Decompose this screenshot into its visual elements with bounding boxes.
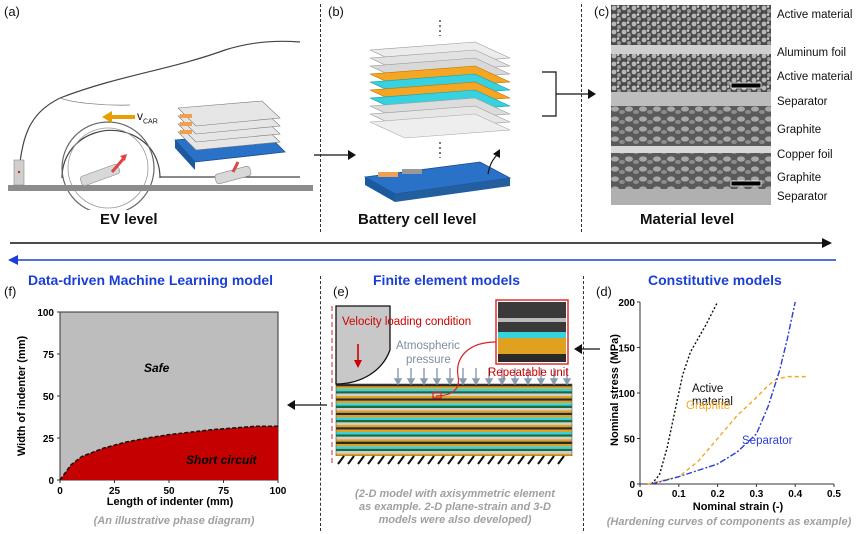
short-circuit-label: Short circuit xyxy=(186,453,258,467)
velocity-label: Velocity loading condition xyxy=(342,316,471,328)
pressure-label-2: pressure xyxy=(406,354,451,366)
cylinder-indenter-1 xyxy=(80,154,127,186)
pd-ytick-label: 25 xyxy=(43,434,55,445)
fe-model-illustration: Velocity loading condition Atmospheric p… xyxy=(331,299,573,466)
panel-d-title: Constitutive models xyxy=(648,272,782,288)
ss-xtick-label: 0.4 xyxy=(788,489,802,500)
repeatable-unit-inset xyxy=(495,299,569,365)
pouch-cell xyxy=(363,161,512,202)
pd-xtick-label: 75 xyxy=(218,486,230,497)
pd-xtick-label: 0 xyxy=(57,486,63,497)
ss-ytick-label: 50 xyxy=(624,435,636,446)
exploded-layers xyxy=(369,41,511,139)
series-label-graphite: Graphite xyxy=(686,400,730,412)
pd-ylabel: Width of indenter (mm) xyxy=(16,336,28,457)
ss-xtick-label: 0 xyxy=(637,489,643,500)
safe-region-label: Safe xyxy=(144,361,170,375)
layer-label-2: Aluminum foil xyxy=(777,47,847,59)
pd-ytick-label: 75 xyxy=(43,350,55,361)
panel-e-caption-line-1: (2-D model with axisymmetric element xyxy=(355,488,555,500)
panel-f-caption: (An illustrative phase diagram) xyxy=(93,515,255,527)
pd-xtick-label: 25 xyxy=(109,486,121,497)
divider-bc xyxy=(581,4,582,232)
vcar-label: vCAR xyxy=(137,109,158,126)
series-line-active-material xyxy=(651,301,719,485)
ev-level-label: EV level xyxy=(100,211,158,228)
layer-label-8: Separator xyxy=(777,191,828,203)
series-line-graphite xyxy=(647,375,807,485)
panel-e-caption-line-2: as example. 2-D plane-strain and 3-D xyxy=(359,501,551,513)
layer-label-6: Copper foil xyxy=(777,149,833,161)
fe-layered-mesh xyxy=(335,383,573,457)
panel-a-tag: (a) xyxy=(4,4,20,19)
layer-label-4: Separator xyxy=(777,96,828,108)
panel-f-tag: (f) xyxy=(4,284,17,299)
pd-xlabel: Length of indenter (mm) xyxy=(107,496,234,508)
ss-ytick-label: 150 xyxy=(618,344,635,355)
arrow-d-to-e xyxy=(574,344,600,354)
panel-e-caption: (2-D model with axisymmetric element as … xyxy=(325,488,585,527)
ss-ytick-label: 0 xyxy=(629,480,635,491)
repeatable-unit-label: Repeatable unit xyxy=(488,367,569,379)
layer-label-1: Active material xyxy=(777,9,853,21)
divider-ab xyxy=(320,4,321,232)
arrow-a-to-b xyxy=(314,150,356,160)
cylinder-indenter-2 xyxy=(214,161,252,185)
arrow-e-to-f xyxy=(287,400,327,410)
ss-xtick-label: 0.5 xyxy=(827,489,841,500)
scale-arrows xyxy=(8,238,836,265)
divider-ed xyxy=(583,276,584,531)
panel-f-title: Data-driven Machine Learning model xyxy=(28,272,274,288)
material-level-label: Material level xyxy=(640,211,735,228)
phase-boundary xyxy=(59,425,278,481)
sem-micrograph xyxy=(611,5,771,205)
series-line-separator xyxy=(651,301,796,485)
pd-ytick-label: 100 xyxy=(37,308,54,319)
panel-e-title: Finite element models xyxy=(373,272,521,288)
layer-label-7: Graphite xyxy=(777,172,822,184)
ss-xtick-label: 0.2 xyxy=(711,489,725,500)
panel-b-tag: (b) xyxy=(328,4,344,19)
series-label-separator: Separator xyxy=(742,435,793,447)
ss-xtick-label: 0.3 xyxy=(749,489,763,500)
ss-ylabel: Nominal stress (MPa) xyxy=(609,334,621,446)
layer-label-3: Active material xyxy=(777,71,853,83)
pd-xtick-label: 50 xyxy=(163,486,175,497)
pd-ytick-label: 0 xyxy=(48,476,54,487)
cell-level-label: Battery cell level xyxy=(358,211,477,228)
panel-d-caption: (Hardening curves of components as examp… xyxy=(606,516,852,528)
layer-label-5: Graphite xyxy=(777,124,822,136)
ss-ytick-label: 200 xyxy=(618,298,635,309)
panel-c-tag: (c) xyxy=(594,4,610,19)
bracket-b-to-c xyxy=(542,71,596,117)
ss-ytick-label: 100 xyxy=(618,389,635,400)
battery-pack xyxy=(174,100,286,170)
cell-stack-illustration xyxy=(363,20,512,202)
ss-xlabel: Nominal strain (-) xyxy=(693,501,784,513)
panel-e-caption-line-3: models were also developed) xyxy=(378,514,532,526)
divider-fe xyxy=(320,276,321,531)
panel-d-tag: (d) xyxy=(596,284,612,299)
ev-illustration xyxy=(8,40,313,210)
pd-ytick-label: 50 xyxy=(43,392,55,403)
short-circuit-region xyxy=(60,426,278,480)
ss-xtick-label: 0.1 xyxy=(672,489,686,500)
pressure-label-1: Atmospheric xyxy=(396,340,460,352)
panel-e-tag: (e) xyxy=(333,284,349,299)
pd-xtick-label: 100 xyxy=(270,486,287,497)
